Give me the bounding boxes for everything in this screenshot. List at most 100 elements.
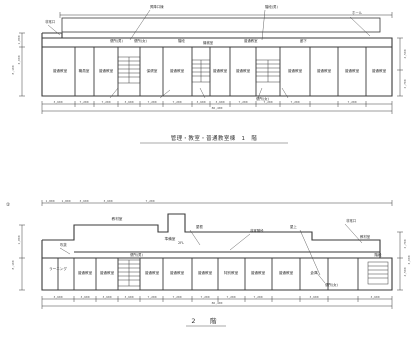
dimension-label: 2,700 [403,79,407,88]
room-label: 普通教室 [78,270,93,275]
dimension-label: 1,800 [17,235,21,244]
plan-1-room-labels: 職員室 普通教室 保健室 普通教室 普通教室 普通教室 普通教室 普通教室 普通教室 普通教室 普通… [53,68,387,73]
stair-2f [117,259,141,287]
dimension-label: 7,200 [200,295,209,299]
room-label: 普通教室 [317,68,332,73]
dimension-label: 7,200 [79,100,88,104]
room-label: 普通教室 [372,68,387,73]
dimension-label: 7,200 [101,100,110,104]
callout-label: 吹抜 [60,242,67,247]
dimension-label: 1,800 [45,199,54,203]
dimension-label: 3,600 [215,100,224,104]
callout-label: 階段 [178,38,185,43]
room-label: 教材室 [112,216,123,221]
callout-label: 機械室 [203,40,214,45]
callout-label: 便所(男) [110,38,123,43]
room-label: 普通教室 [279,270,294,275]
callout-label: 非常口 [346,218,356,223]
stair-2f-right [367,261,389,285]
plan-2-caption: 2 階 [191,316,220,325]
callout-label: 教材室 [360,234,371,239]
room-label: 普通教室 [100,270,115,275]
room-label: 普通教室 [99,68,114,73]
callout-label: 便所(男) [130,252,143,257]
dimension-label: 3,600 [53,100,62,104]
room-label: 準備室 [165,236,176,241]
plan-1-callouts: 昇降口棟便所(男)便所(女)階段機械室普通教室階段(男)廊下ホール便所(女)非常… [45,4,363,101]
dimension-label: 3,600 [196,100,205,104]
dimension-label: 3,600 [124,100,133,104]
dimension-label: 4,500 [403,49,407,58]
dimension-label: 7,200 [253,295,262,299]
dimension-label: 8,100 [11,65,15,74]
callout-label: 非常口 [45,19,55,24]
dimension-label: 7,200 [172,295,181,299]
dimension-label: 7,200 [147,100,156,104]
dimension-label: 4,500 [403,267,407,276]
callout-label: 2FL [178,241,184,245]
dimension-label: 3,600 [103,199,112,203]
dimension-label: 7,200 [290,100,299,104]
dimension-label: 7,200 [263,100,272,104]
plan-2-dimensions: 1,800 1,800 3,600 3,600 7,200 3,600 3,600 3,600… [11,199,411,299]
room-label: 普通教室 [236,68,251,73]
plan-2-overall-dimension: 86,400 [212,301,223,305]
dimension-label: 3,600 [80,295,89,299]
dimension-label: 8,100 [11,260,15,269]
dimension-label: 7,200 [347,100,356,104]
callout-label: 普通教室 [244,38,258,43]
dimension-label: 3,600 [407,255,411,264]
dimension-label: 3,600 [17,55,21,64]
room-label: 職員室 [79,68,90,73]
room-label: 普通教室 [170,68,185,73]
plan-1-overall-dimension: 86,400 [212,106,223,110]
dimension-label: 3,600 [53,295,62,299]
room-label: 普通教室 [213,68,228,73]
dimension-label: 3,600 [370,295,379,299]
room-label: 普通教室 [345,68,360,73]
dimension-label: 7,200 [238,100,247,104]
dimension-label: 3,600 [124,295,133,299]
callout-label: 便所(女) [134,38,147,43]
callout-label: 便所(女) [256,96,269,101]
room-label: 保健室 [147,68,158,73]
callout-label: 昇降口棟 [150,4,164,9]
room-label: 特別教室 [224,270,239,275]
plan-2-marker: ② [6,202,10,208]
callout-label: 便所(女) [325,282,338,287]
room-label: 倉庫 [310,270,318,275]
dimension-label: 2,700 [403,239,407,248]
room-label: ラーニング [49,266,67,271]
dimension-label: 3,600 [79,199,88,203]
room-label: 階段 [374,252,382,257]
plan-1-floor [19,9,403,114]
dimension-label: 3,600 [309,295,318,299]
plan-1-caption: 管理・教室・普通教室棟 1 階 [171,134,258,142]
room-label: 普通教室 [198,270,213,275]
callout-label: 屋根 [196,224,203,229]
callout-label: 非常階段 [250,228,264,233]
callout-label: 廊下 [300,38,307,43]
dimension-label: 7,200 [145,199,154,203]
dimension-label: 7,200 [147,295,156,299]
room-label: 普通教室 [145,270,160,275]
dimension-label: 7,200 [226,295,235,299]
dimension-label: 1,800 [61,199,70,203]
room-label: 普通教室 [288,68,303,73]
stair-mid [191,59,211,83]
plan-1-dimensions: 3,600 7,200 7,200 3,600 7,200 7,200 3,600 3,600… [11,35,407,104]
stair-right [255,59,281,83]
room-label: 普通教室 [170,270,185,275]
callout-label: ホール [352,10,363,15]
callout-label: 屋上 [290,224,297,229]
dimension-label: 7,200 [172,100,181,104]
dimension-label: 3,600 [102,295,111,299]
callout-label: 階段(男) [265,4,278,9]
room-label: 普通教室 [53,68,68,73]
dimension-label: 1,800 [17,35,21,44]
room-label: 普通教室 [251,270,266,275]
plan-2-floor [19,200,403,309]
